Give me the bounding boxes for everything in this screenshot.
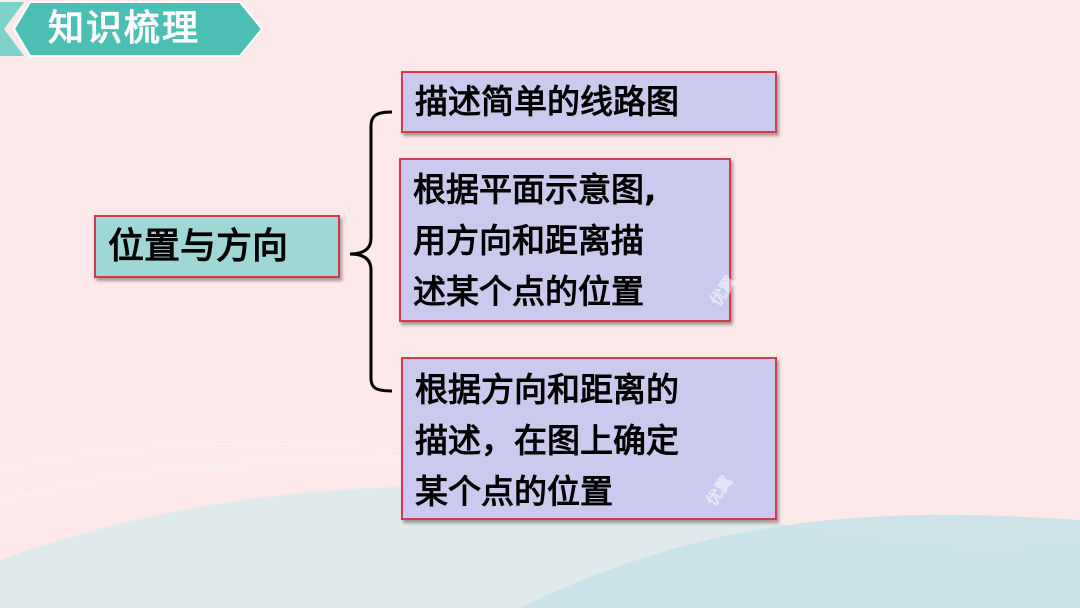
branch-2-line-2: 用方向和距离描 [413,221,644,260]
branch-box-route-map: 描述简单的线路图 [401,71,777,133]
section-header: 知识梳理 [0,0,264,58]
header-banner-shape [0,1,264,57]
branch-1-line-1: 描述简单的线路图 [415,82,679,121]
mindmap-root-box: 位置与方向 [94,215,340,278]
branch-3-line-1: 根据方向和距离的 [415,370,679,409]
branch-2-line-1: 根据平面示意图, [413,170,657,209]
branch-box-locate-point: 根据方向和距离的 描述，在图上确定 某个点的位置 [401,357,777,520]
branch-box-plan-diagram: 根据平面示意图, 用方向和距离描 述某个点的位置 [399,158,731,322]
header-title: 知识梳理 [48,8,201,49]
branch-3-line-2: 描述，在图上确定 [415,421,679,460]
branch-3-line-3: 某个点的位置 [415,472,613,511]
branch-2-line-3: 述某个点的位置 [413,272,644,311]
